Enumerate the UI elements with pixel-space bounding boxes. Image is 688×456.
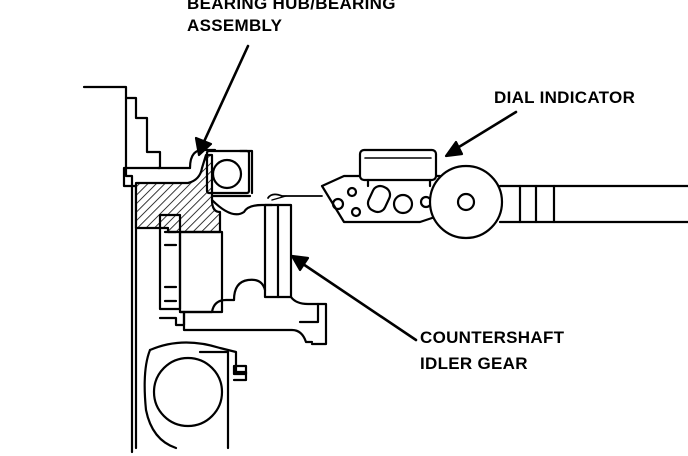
countershaft-leader [290, 254, 418, 342]
transmission-housing [82, 85, 217, 454]
dial-indicator-leader [444, 110, 518, 158]
lower-bearing [143, 341, 248, 450]
bearing-hub-label-line1: BEARING HUB/BEARING [187, 0, 396, 13]
countershaft-label-line2: IDLER GEAR [420, 354, 528, 373]
bearing-assembly [205, 149, 254, 198]
leader-lines [194, 44, 518, 342]
dial-indicator [267, 148, 688, 240]
dial-indicator-label: DIAL INDICATOR [494, 88, 636, 107]
countershaft-idler-gear [182, 203, 328, 346]
countershaft-label-line1: COUNTERSHAFT [420, 328, 565, 347]
bearing-hub-leader [194, 44, 250, 157]
bearing-hub-label-line2: ASSEMBLY [187, 16, 283, 35]
